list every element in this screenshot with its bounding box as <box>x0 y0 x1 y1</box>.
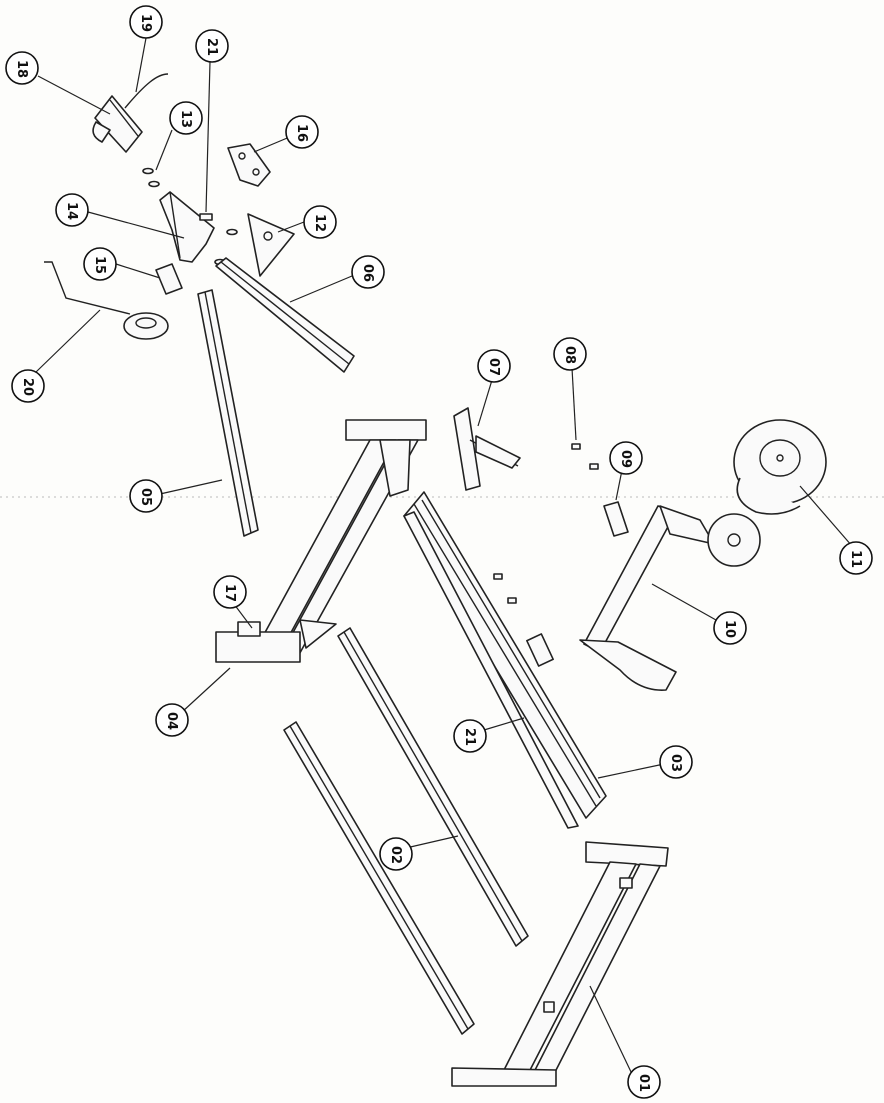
svg-text:06: 06 <box>360 264 375 282</box>
callout-14: 14 <box>55 193 89 227</box>
part-05-arm <box>197 289 259 537</box>
svg-text:16: 16 <box>294 124 309 142</box>
svg-text:13: 13 <box>178 110 193 128</box>
svg-text:17: 17 <box>222 584 237 602</box>
svg-text:09: 09 <box>618 450 633 468</box>
svg-text:12: 12 <box>312 214 327 232</box>
part-16-bracket <box>227 143 271 187</box>
part-08-bolts <box>493 443 599 604</box>
svg-text:04: 04 <box>164 712 179 730</box>
callout-18: 18 <box>5 51 39 85</box>
svg-text:10: 10 <box>722 620 737 638</box>
callout-10: 10 <box>713 611 747 645</box>
callout-04: 04 <box>155 703 189 737</box>
callout-12: 12 <box>303 205 337 239</box>
callout-20: 20 <box>11 369 45 403</box>
svg-text:21: 21 <box>204 38 219 56</box>
svg-text:21: 21 <box>462 728 477 746</box>
callout-01: 01 <box>627 1065 661 1099</box>
part-13-washers <box>142 167 160 188</box>
svg-text:19: 19 <box>138 14 153 32</box>
part-20-jack-stand <box>44 261 169 340</box>
svg-text:18: 18 <box>14 60 29 78</box>
svg-text:11: 11 <box>848 550 863 568</box>
part-09-spacer <box>603 501 629 537</box>
part-12-gusset <box>247 213 295 277</box>
svg-text:05: 05 <box>138 488 153 506</box>
leader-lines <box>35 37 853 1075</box>
part-06-arm <box>215 257 355 373</box>
svg-text:03: 03 <box>668 754 683 772</box>
part-03-side-rail <box>403 491 607 819</box>
callout-06: 06 <box>351 255 385 289</box>
callout-05: 05 <box>129 479 163 513</box>
svg-text:02: 02 <box>388 846 403 864</box>
callout-19: 19 <box>129 5 163 39</box>
callout-07: 07 <box>477 349 511 383</box>
part-15-clip <box>155 263 183 295</box>
part-19-cable <box>124 73 169 109</box>
part-10-wheel-arm <box>579 505 761 691</box>
callout-09: 09 <box>609 441 643 475</box>
callout-21-bottom: 21 <box>453 719 487 753</box>
svg-text:07: 07 <box>486 358 501 376</box>
part-02-lower-rail <box>283 721 475 1035</box>
callout-02: 02 <box>379 837 413 871</box>
part-07-bracket <box>453 407 521 491</box>
callout-17: 17 <box>213 575 247 609</box>
callout-03: 03 <box>659 745 693 779</box>
callout-13: 13 <box>169 101 203 135</box>
callout-08: 08 <box>553 337 587 371</box>
svg-text:15: 15 <box>92 256 107 274</box>
svg-text:01: 01 <box>636 1074 651 1092</box>
part-11-wheel <box>733 419 827 515</box>
callout-11: 11 <box>839 541 873 575</box>
part-01-rear-frame <box>451 841 669 1087</box>
part-18-handle <box>92 95 143 153</box>
part-21-long-rail <box>403 511 579 829</box>
part-02-rail <box>337 627 529 947</box>
callout-21-top: 21 <box>195 29 229 63</box>
svg-text:20: 20 <box>20 378 35 396</box>
svg-text:14: 14 <box>64 202 79 220</box>
callout-16: 16 <box>285 115 319 149</box>
svg-text:08: 08 <box>562 346 577 364</box>
callout-15: 15 <box>83 247 117 281</box>
part-04-front-frame <box>215 419 427 663</box>
